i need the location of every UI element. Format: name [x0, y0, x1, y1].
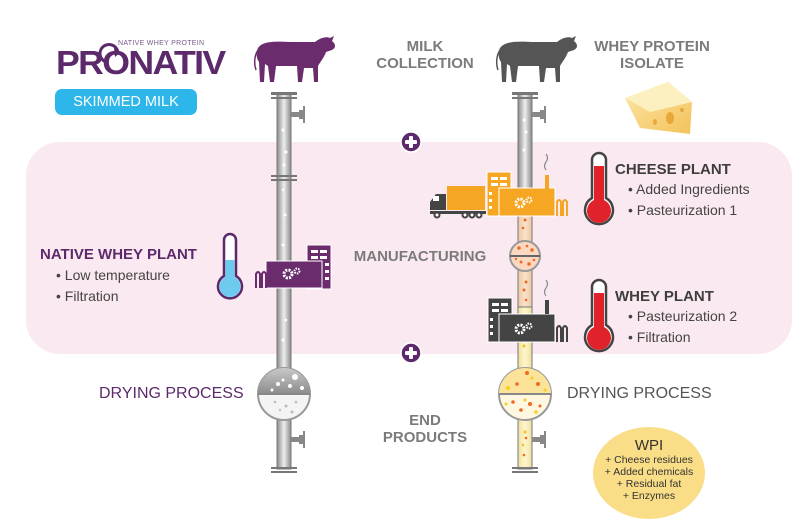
gear-icon-native: [282, 267, 301, 280]
wpi-end-product-bubble: WPI + Cheese residues + Added chemicals …: [593, 427, 705, 519]
truck-icon: [430, 186, 486, 219]
cheese-plant-title: CHEESE PLANT: [615, 161, 731, 178]
stage-end-products: END PRODUCTS: [382, 412, 468, 446]
thermometer-icon-hot-cheese: [583, 151, 615, 226]
wpi-line: + Residual fat: [616, 478, 682, 490]
factory-icon-native-whey: [255, 244, 332, 290]
whey-protein-isolate-label: WHEY PROTEIN ISOLATE: [594, 38, 710, 72]
plus-icon-bottom: [400, 342, 422, 364]
whey-plant-bullets: Pasteurization 2 Filtration: [628, 306, 737, 348]
stage-milk-collection: MILK COLLECTION: [376, 38, 474, 72]
cheese-icon: [625, 82, 692, 134]
wpi-line: + Cheese residues: [605, 454, 693, 466]
bullet: Added Ingredients: [628, 179, 750, 200]
valve-icon-left-bottom: [291, 431, 305, 448]
wpi-line: + Added chemicals: [604, 466, 694, 478]
native-whey-plant-bullets: Low temperature Filtration: [56, 265, 170, 307]
logo-arrow-icon: [98, 43, 121, 64]
cheese-plant-bullets: Added Ingredients Pasteurization 1: [628, 179, 750, 221]
skimmed-milk-badge: SKIMMED MILK: [55, 89, 197, 115]
cow-icon-left: [253, 36, 335, 82]
separator-sphere-icon: [509, 240, 541, 272]
dryer-sphere-icon-right: [498, 367, 552, 421]
bullet: Pasteurization 2: [628, 306, 737, 327]
factory-icon-cheese-plant: [486, 153, 568, 217]
thermometer-icon-hot-whey: [583, 278, 615, 353]
dryer-sphere-icon-left: [257, 367, 311, 421]
cow-icon-right: [495, 36, 577, 82]
bullet: Filtration: [56, 286, 170, 307]
gear-icon-whey: [514, 322, 533, 335]
native-whey-plant-title: NATIVE WHEY PLANT: [40, 246, 197, 263]
pipe-right: [512, 92, 538, 473]
whey-plant-title: WHEY PLANT: [615, 288, 714, 305]
bullet: Low temperature: [56, 265, 170, 286]
thermometer-icon-cold: [216, 232, 244, 300]
stage-manufacturing: MANUFACTURING: [353, 248, 487, 265]
gear-icon-cheese: [514, 196, 533, 209]
logo-tagline: NATIVE WHEY PROTEIN: [118, 40, 205, 47]
plus-icon-top: [400, 131, 422, 153]
valve-icon-left-top: [291, 106, 305, 123]
wpi-line: + Enzymes: [622, 490, 676, 502]
pronativ-logo: PRONATIV: [56, 44, 226, 81]
left-drying-label: DRYING PROCESS: [99, 385, 244, 402]
valve-icon-right-top: [532, 106, 546, 123]
wpi-title: WPI: [634, 437, 664, 454]
factory-icon-whey-plant: [487, 279, 568, 343]
bullet: Filtration: [628, 327, 737, 348]
bullet: Pasteurization 1: [628, 200, 750, 221]
right-drying-label: DRYING PROCESS: [567, 385, 712, 402]
valve-icon-right-bottom: [532, 431, 546, 448]
